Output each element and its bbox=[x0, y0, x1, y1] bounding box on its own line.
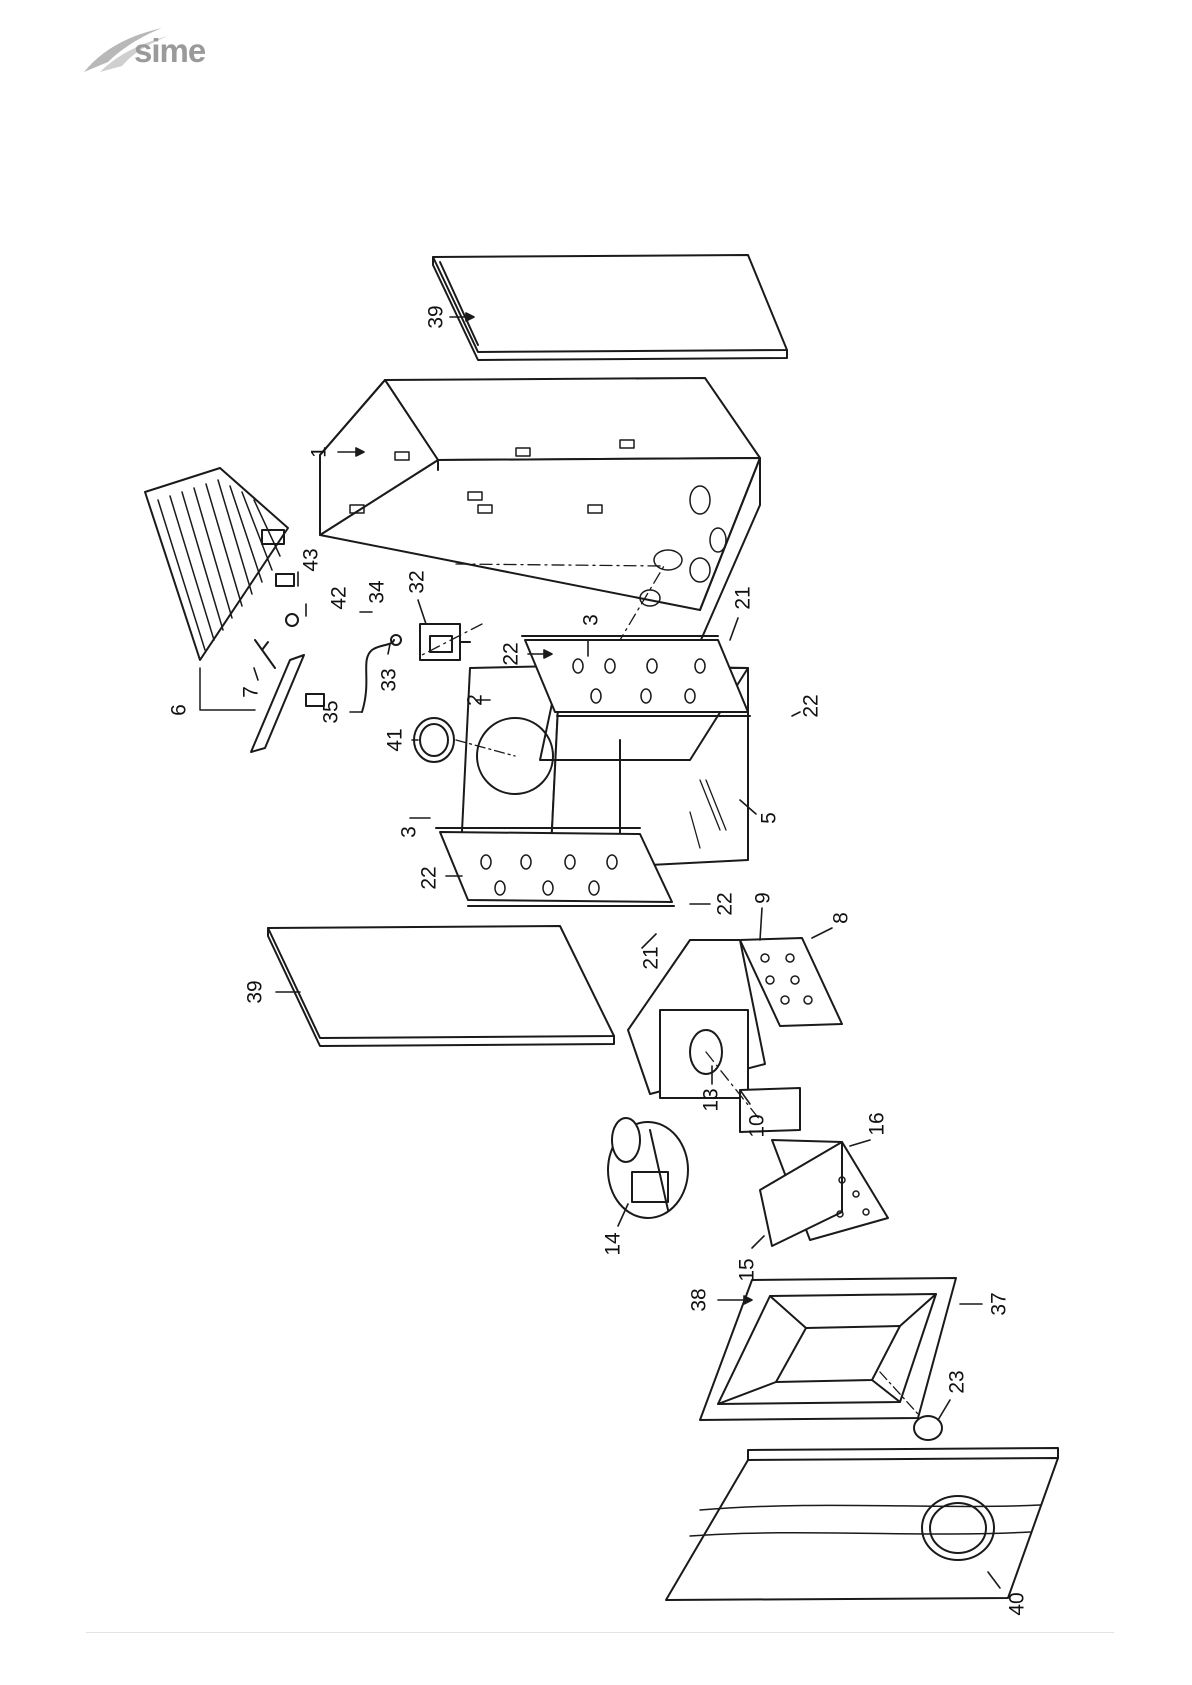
part-14-fan bbox=[608, 1118, 688, 1218]
label-15: 15 bbox=[736, 1258, 759, 1281]
label-22-d: 22 bbox=[714, 892, 737, 915]
part-43-nozzle bbox=[276, 574, 294, 586]
label-32: 32 bbox=[406, 570, 429, 593]
label-7: 7 bbox=[240, 686, 263, 698]
label-38: 38 bbox=[688, 1288, 711, 1311]
footer-divider bbox=[86, 1632, 1114, 1633]
label-43: 43 bbox=[300, 548, 323, 571]
label-5: 5 bbox=[758, 812, 781, 824]
label-14: 14 bbox=[602, 1232, 625, 1256]
label-22-a: 22 bbox=[500, 642, 523, 665]
part-35-gas-bar bbox=[251, 655, 324, 752]
label-8: 8 bbox=[830, 912, 853, 924]
label-22-c: 22 bbox=[418, 866, 441, 889]
part-40-front-panel bbox=[666, 1448, 1058, 1600]
label-9: 9 bbox=[752, 892, 775, 904]
part-7-electrode bbox=[255, 640, 275, 668]
part-15-16-support bbox=[760, 1140, 888, 1246]
label-35: 35 bbox=[320, 700, 343, 723]
part-42-washer bbox=[286, 614, 298, 626]
part-41-sight-glass bbox=[414, 718, 454, 762]
label-21-b: 21 bbox=[640, 946, 663, 969]
part-6-burner bbox=[145, 468, 288, 660]
label-42: 42 bbox=[328, 586, 351, 609]
label-40: 40 bbox=[1006, 1592, 1029, 1615]
label-37: 37 bbox=[988, 1292, 1011, 1315]
part-32-gas-valve bbox=[420, 624, 470, 660]
label-13: 13 bbox=[700, 1088, 723, 1111]
label-34: 34 bbox=[366, 580, 389, 604]
part-21-insulation-panel-left bbox=[436, 828, 674, 906]
label-1: 1 bbox=[308, 446, 331, 458]
label-39-top: 39 bbox=[425, 305, 448, 328]
label-41: 41 bbox=[384, 728, 407, 751]
label-2: 2 bbox=[464, 694, 487, 706]
label-33: 33 bbox=[378, 668, 401, 691]
part-39-side-panel-bottom bbox=[268, 926, 614, 1046]
part-33-seal bbox=[391, 635, 401, 645]
label-16: 16 bbox=[866, 1112, 889, 1135]
label-3-b: 3 bbox=[398, 826, 421, 838]
label-6: 6 bbox=[168, 704, 191, 716]
label-10: 10 bbox=[746, 1114, 769, 1137]
part-1-back-frame bbox=[320, 378, 760, 665]
label-22-b: 22 bbox=[800, 694, 823, 717]
label-3-a: 3 bbox=[580, 614, 603, 626]
label-23: 23 bbox=[946, 1370, 969, 1393]
part-21-insulation-panel-right bbox=[522, 636, 750, 716]
label-21-a: 21 bbox=[732, 586, 755, 609]
label-39-bottom: 39 bbox=[244, 980, 267, 1003]
part-39-side-panel-top bbox=[433, 255, 787, 360]
